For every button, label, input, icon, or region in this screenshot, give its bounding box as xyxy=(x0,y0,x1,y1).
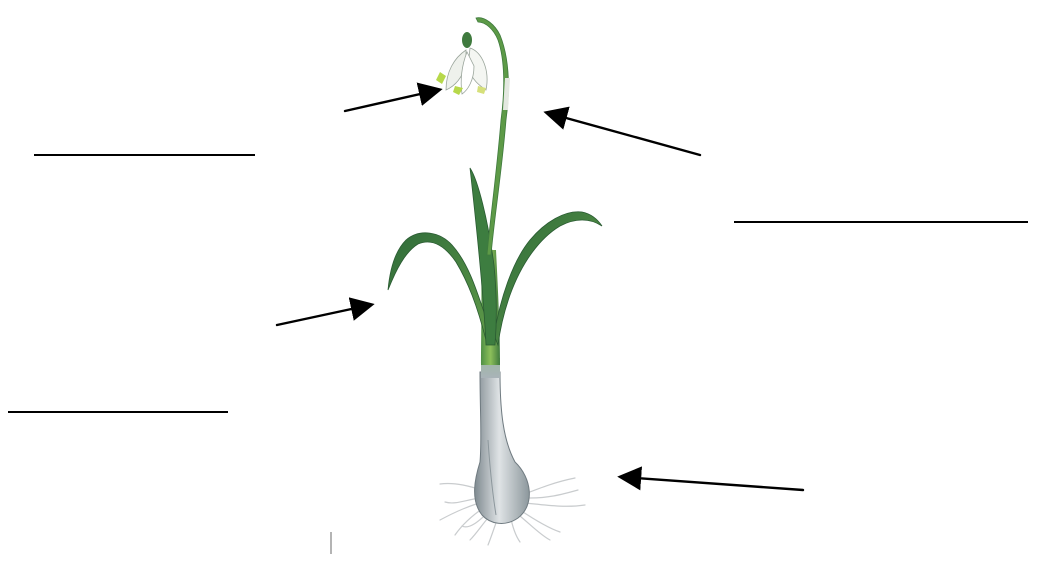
arrow-to-bulb xyxy=(622,477,803,490)
leaf-right[interactable] xyxy=(494,212,602,345)
leaf-left[interactable] xyxy=(388,233,490,340)
arrow-to-leaf xyxy=(277,305,370,325)
flower[interactable] xyxy=(436,48,487,95)
petal-tip-left xyxy=(436,72,446,84)
bulb xyxy=(475,372,530,523)
flower-ovary xyxy=(462,32,472,48)
snowdrop-plant-illustration xyxy=(331,18,602,554)
arrow-to-stem xyxy=(548,113,700,155)
arrow-to-flower xyxy=(345,90,438,111)
